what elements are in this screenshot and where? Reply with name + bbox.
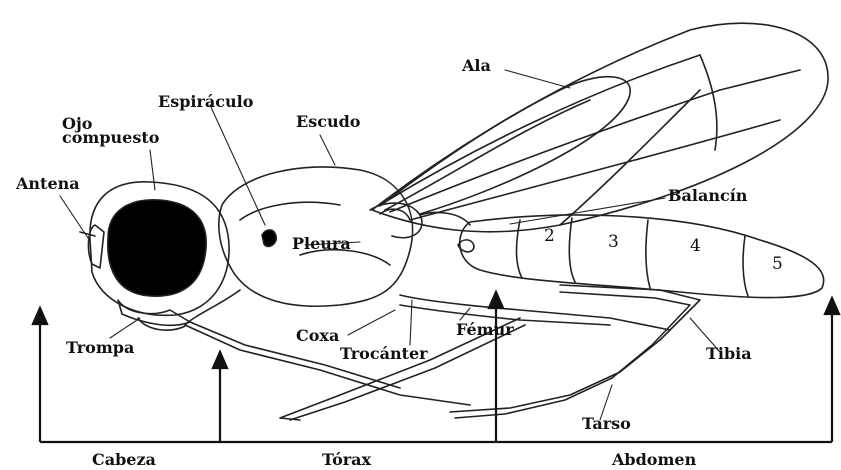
region-label-cabeza: Cabeza: [92, 452, 156, 469]
label-pleura: Pleura: [292, 236, 351, 253]
head: [80, 182, 229, 330]
label-ala: Ala: [462, 58, 491, 75]
middle-leg: [280, 295, 670, 420]
segment-number: 2: [544, 226, 555, 246]
label-femur: Fémur: [456, 322, 514, 339]
segment-number: 5: [772, 254, 783, 274]
wing: [372, 23, 828, 232]
label-trocanter: Trocánter: [340, 346, 428, 363]
segment-number: 3: [608, 232, 619, 252]
label-balancin: Balancín: [668, 188, 747, 205]
hind-leg: [450, 285, 700, 418]
label-antena: Antena: [16, 176, 80, 193]
label-tibia: Tibia: [706, 346, 752, 363]
region-label-torax: Tórax: [322, 452, 371, 469]
label-espiraculo: Espiráculo: [158, 94, 253, 111]
label-escudo: Escudo: [296, 114, 360, 131]
label-ojo-compuesto-line2: compuesto: [62, 130, 159, 147]
abdomen: [460, 215, 824, 298]
label-coxa: Coxa: [296, 328, 339, 345]
segment-number: 4: [690, 236, 701, 256]
label-trompa: Trompa: [66, 340, 134, 357]
wing-back: [380, 77, 630, 214]
label-tarso: Tarso: [582, 416, 631, 433]
region-label-abdomen: Abdomen: [612, 452, 696, 469]
